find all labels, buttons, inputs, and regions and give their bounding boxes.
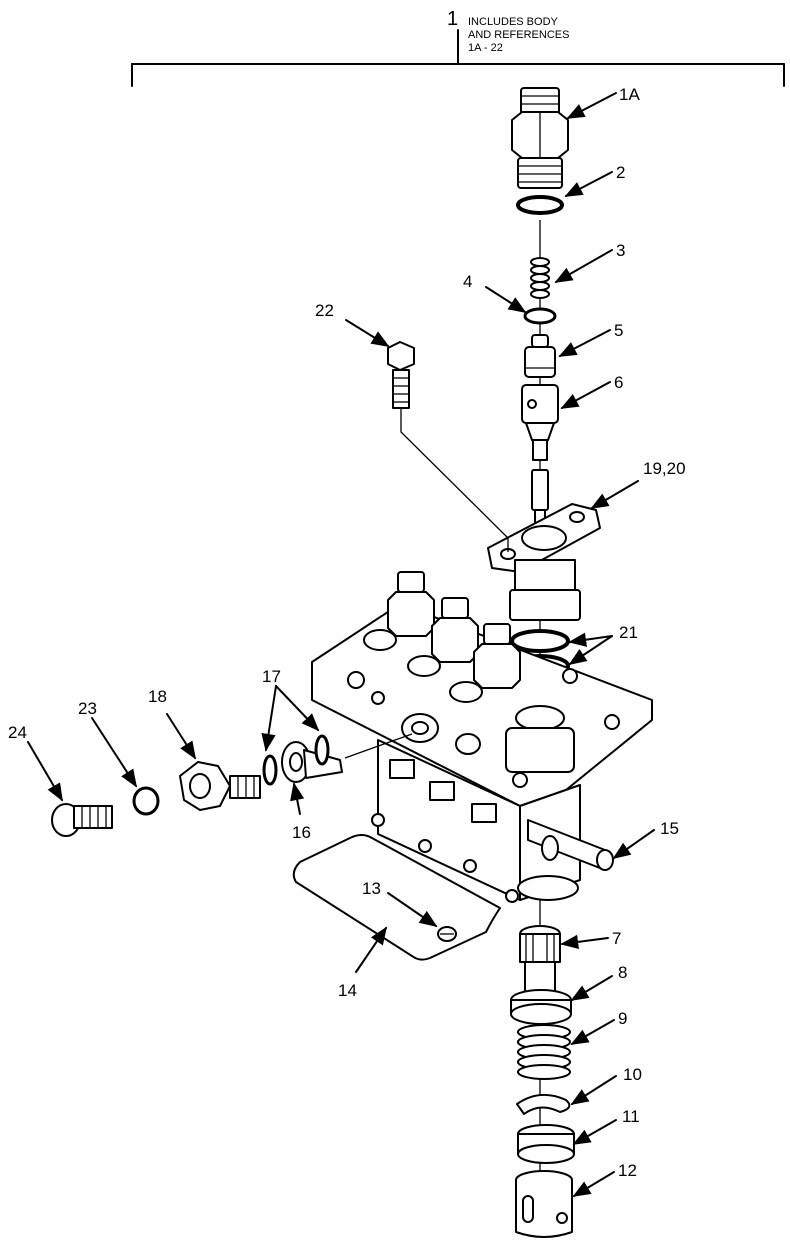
pump-body-part — [311, 603, 653, 903]
valve-spring-part — [530, 257, 550, 299]
callout-1A: 1A — [619, 85, 640, 104]
callout-12: 12 — [618, 1161, 637, 1180]
banjo-washer-right-part — [314, 734, 330, 766]
callout-4: 4 — [463, 272, 472, 291]
callout-5: 5 — [614, 321, 623, 340]
barrel-o-ring-upper-part — [510, 629, 570, 653]
plunger-spring-part — [517, 1024, 571, 1080]
header-ref-number: 1 — [447, 8, 458, 30]
callout-17: 17 — [262, 667, 281, 686]
snap-ring-part — [516, 1093, 571, 1115]
callout-10: 10 — [623, 1065, 642, 1084]
callout-2: 2 — [616, 163, 625, 182]
callout-8: 8 — [618, 963, 627, 982]
callout-3: 3 — [616, 241, 625, 260]
callout-15: 15 — [660, 819, 679, 838]
plunger-barrel-flange-part — [487, 503, 601, 621]
control-sleeve-part — [519, 925, 561, 993]
callout-19-20: 19,20 — [643, 459, 686, 478]
union-nut-part — [179, 761, 261, 811]
side-cover-gasket-part — [292, 834, 501, 961]
delivery-valve-holder-3-part — [449, 623, 521, 703]
callout-22: 22 — [315, 301, 334, 320]
callout-16: 16 — [292, 823, 311, 842]
header-note-line2: AND REFERENCES — [468, 29, 569, 41]
delivery-valve-part — [524, 334, 556, 378]
callout-7: 7 — [612, 929, 621, 948]
header-note-line3: 1A - 22 — [468, 42, 503, 54]
delivery-valve-holder-part — [511, 87, 569, 189]
control-rack-part — [527, 819, 614, 871]
banjo-washer-left-part — [262, 754, 278, 786]
upper-spring-seat-part — [510, 989, 572, 1025]
banjo-guide-line — [344, 733, 413, 759]
callout-23: 23 — [78, 699, 97, 718]
callout-18: 18 — [148, 687, 167, 706]
flange-bolt-part — [387, 341, 509, 552]
callout-6: 6 — [614, 373, 623, 392]
callout-9: 9 — [618, 1009, 627, 1028]
callout-11: 11 — [622, 1107, 640, 1126]
callout-24: 24 — [8, 723, 27, 742]
callout-21: 21 — [619, 623, 638, 642]
gasket-washer-part — [523, 307, 557, 325]
o-ring-part — [516, 195, 564, 215]
callout-14: 14 — [338, 981, 357, 1000]
leader-arrows — [27, 92, 655, 1197]
banjo-bolt-part — [51, 803, 113, 837]
tappet-part — [515, 1170, 573, 1238]
valve-seat-part — [521, 384, 559, 525]
header-note-line1: INCLUDES BODY — [468, 16, 559, 28]
callout-13: 13 — [362, 879, 381, 898]
cover-screw-part — [437, 926, 457, 942]
bolt-washer-part — [132, 786, 160, 816]
lower-spring-seat-part — [517, 1124, 575, 1164]
reference-bracket — [131, 29, 785, 87]
banjo-fitting-part — [281, 741, 343, 783]
